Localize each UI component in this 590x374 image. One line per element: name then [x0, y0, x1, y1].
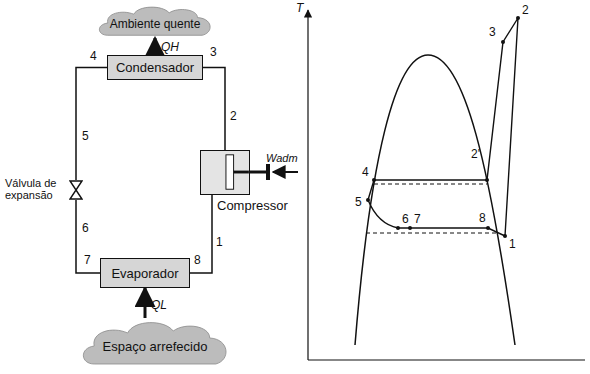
pipe-line: [76, 68, 107, 181]
piston-rod: [250, 171, 268, 174]
node-label: Condensador: [116, 60, 194, 75]
pipe-line: [203, 68, 225, 151]
saturation-dome: [355, 55, 515, 345]
cold-cloud: Espaço arrefecido: [79, 318, 231, 368]
state-number: 8: [194, 254, 201, 267]
state-number: 8: [479, 212, 486, 225]
node-label: Espaço arrefecido: [103, 339, 208, 354]
state-number: 1: [509, 238, 516, 251]
state-number: 1: [216, 236, 223, 249]
heat-arrow: [154, 38, 157, 55]
node-label: Ambiente quente: [110, 17, 201, 31]
evaporator-box: Evaporador: [100, 258, 190, 288]
state-number: 4: [362, 166, 369, 179]
state-number: 7: [84, 254, 91, 267]
work-arrow: [273, 171, 298, 173]
node-label: Compressor: [217, 198, 288, 213]
pipe-line: [76, 200, 100, 273]
axis-label: T: [296, 2, 303, 15]
state-number: 2': [471, 148, 480, 161]
state-number: 4: [90, 50, 97, 63]
expansion-valve: Válvula de expansão: [69, 180, 83, 200]
state-points: [366, 16, 520, 238]
state-number: 3: [489, 26, 496, 39]
t-axis: [307, 10, 308, 360]
piston: [201, 151, 249, 194]
state-number: 2: [230, 110, 237, 123]
cycle-path: [368, 18, 518, 236]
state-number: 3: [210, 46, 217, 59]
condenser-box: Condensador: [107, 55, 203, 80]
state-number: 5: [355, 196, 362, 209]
heat-label: QH: [161, 41, 179, 54]
s-axis: [308, 359, 585, 360]
pressure-line: [374, 184, 487, 185]
state-number: 2: [522, 4, 529, 17]
compressor-cylinder: Compressor: [200, 150, 250, 195]
node-label: Evaporador: [111, 266, 178, 281]
state-number: 5: [82, 130, 89, 143]
state-number: 7: [414, 213, 421, 226]
node-label: Válvula de expansão: [5, 177, 65, 201]
pipe-line: [190, 195, 212, 273]
valve-symbol: [69, 180, 83, 200]
piston-handle: [266, 164, 270, 180]
state-number: 6: [82, 222, 89, 235]
heat-arrow: [144, 288, 147, 318]
pressure-line: [366, 233, 497, 234]
heat-label: QL: [151, 299, 167, 312]
hot-cloud: Ambiente quente: [96, 4, 214, 38]
work-label: Wadm: [266, 152, 298, 165]
state-number: 6: [402, 213, 409, 226]
